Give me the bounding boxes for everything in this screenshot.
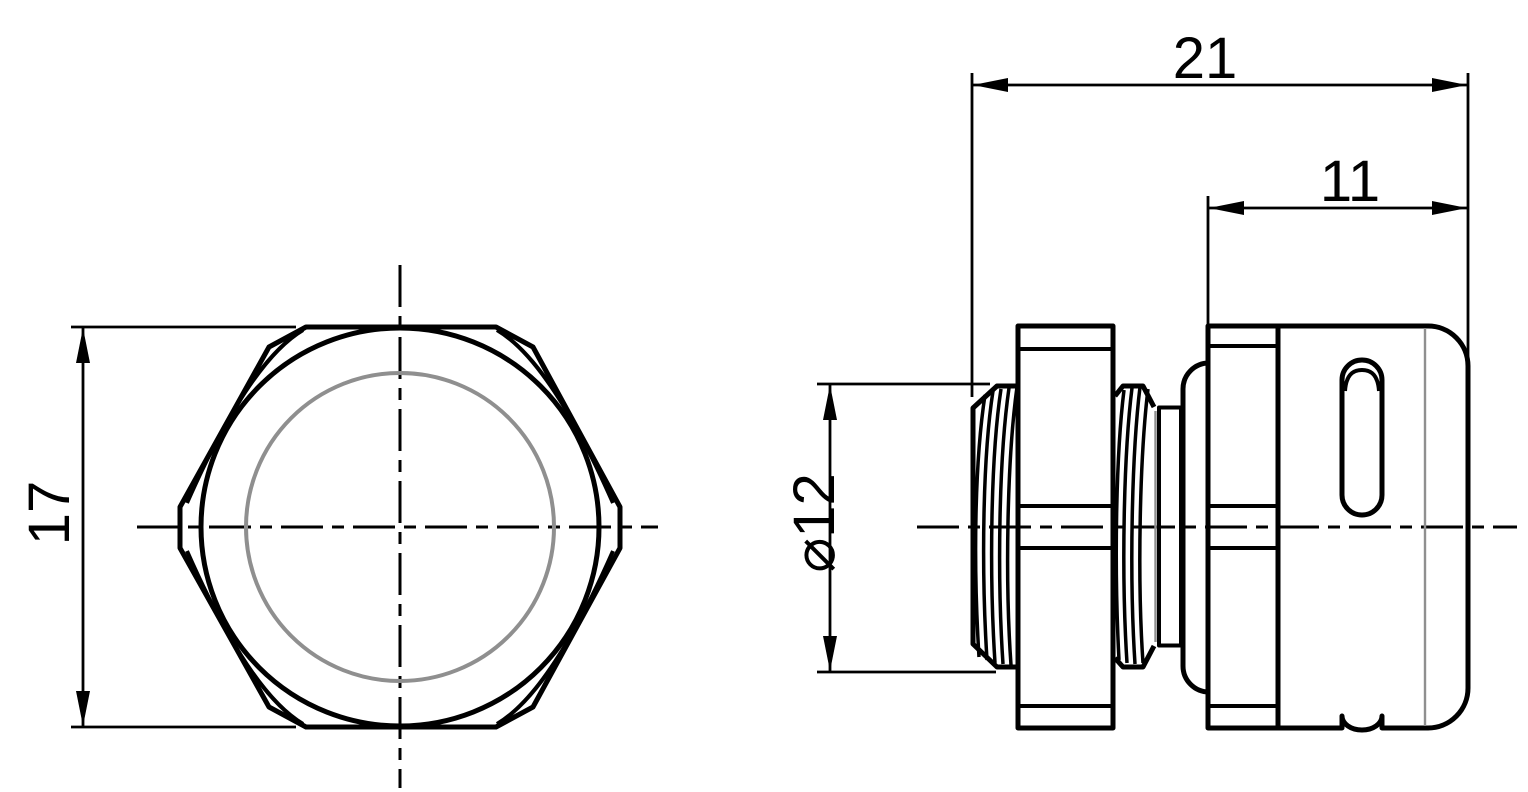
dim17-label: 17 <box>17 481 82 546</box>
dim21-arrow-right <box>1432 78 1467 92</box>
thread2-helix-2 <box>1122 387 1134 664</box>
side-view: 21 11 ⌀12 <box>782 26 1517 733</box>
front-view: 17 <box>17 265 658 788</box>
dim11-arrow-left <box>1209 201 1244 215</box>
dim17-arrow-down <box>76 691 90 726</box>
cap-slot <box>1339 357 1385 518</box>
nut-body <box>1015 323 1116 731</box>
thread1-outline <box>970 383 1018 670</box>
dim21-label: 21 <box>1173 26 1238 91</box>
dim11-arrow-right <box>1432 201 1467 215</box>
dimension-21: 21 <box>970 26 1470 397</box>
dim12-label: ⌀12 <box>782 473 847 572</box>
thread2-outline-bottom <box>1113 644 1157 670</box>
chamfer-circle <box>198 325 602 729</box>
end-cap <box>1275 323 1471 733</box>
chamfer-curve-lower-right <box>495 550 615 726</box>
cap-outline <box>1275 323 1471 733</box>
dim21-arrow-left <box>973 78 1008 92</box>
thread1-helix-5 <box>1005 386 1019 666</box>
dimension-diameter-12: ⌀12 <box>782 382 996 674</box>
inner-tangent-circle <box>244 371 556 683</box>
dim17-arrow-up <box>76 328 90 363</box>
thread2-helix-1 <box>1114 389 1126 661</box>
thread1-helix-4 <box>997 387 1011 665</box>
chamfer-curve-lower-left <box>185 550 305 726</box>
thread2-helix-3 <box>1130 386 1142 665</box>
thread2-helix-4 <box>1138 388 1150 664</box>
thread-section-right <box>1113 383 1157 670</box>
dim11-label: 11 <box>1320 149 1380 214</box>
thread1-helix-2 <box>981 390 995 661</box>
dim12-arrow-down <box>823 636 837 671</box>
dimension-17: 17 <box>17 325 296 729</box>
thread-section-left <box>970 383 1019 670</box>
body-shoulder <box>1180 360 1210 695</box>
dimension-11: 11 <box>1206 149 1467 324</box>
thread1-helix-3 <box>989 388 1003 664</box>
thread1-helix-1 <box>973 394 987 658</box>
hex-nut-side <box>1015 323 1116 731</box>
dim12-arrow-up <box>823 385 837 420</box>
hexagon-outline <box>177 324 623 730</box>
cap-slot-inner-arc <box>1343 368 1381 392</box>
chamfer-curve-upper-right <box>495 328 615 504</box>
chamfer-curve-upper-left <box>185 328 305 504</box>
